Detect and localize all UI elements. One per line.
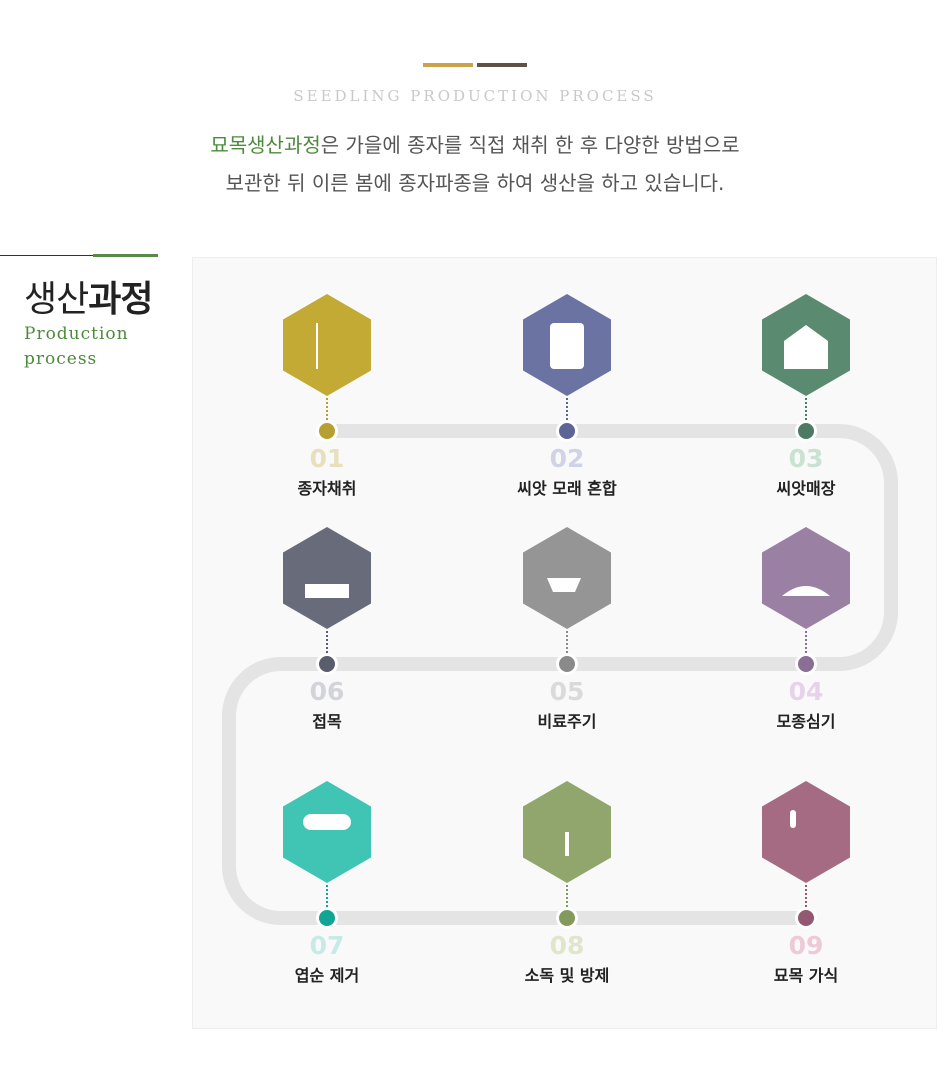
sprout-icon — [782, 586, 830, 596]
step-dot — [798, 910, 814, 926]
intro-line-1-rest: 은 가을에 종자를 직접 채취 한 후 다양한 방법으로 — [320, 133, 740, 157]
step-number: 09 — [788, 931, 824, 960]
seed-bag-icon — [550, 323, 584, 369]
step-number: 03 — [788, 444, 824, 473]
step-dot — [319, 910, 335, 926]
wheat-icon — [316, 323, 318, 369]
step-dot — [798, 656, 814, 672]
barn-icon — [784, 325, 828, 369]
step-label: 모종심기 — [776, 712, 836, 731]
step-label: 소독 및 방제 — [524, 966, 610, 985]
sprinkler-icon — [565, 832, 569, 856]
step-dot — [798, 423, 814, 439]
step-label: 비료주기 — [537, 712, 597, 731]
step-connector — [566, 398, 568, 420]
sidebar-title-bold: 과정 — [88, 279, 153, 320]
step-hexagon — [762, 294, 850, 396]
step-connector — [326, 631, 328, 653]
sidebar-divider-accent — [93, 254, 158, 257]
step-label: 엽순 제거 — [294, 966, 360, 985]
step-number: 05 — [549, 677, 585, 706]
seedling-tray-icon — [305, 584, 349, 598]
step-label: 접목 — [312, 712, 342, 731]
accent-bar-right — [477, 63, 527, 67]
step-connector — [326, 885, 328, 907]
step-dot — [319, 656, 335, 672]
intro-text: 묘목생산과정은 가을에 종자를 직접 채취 한 후 다양한 방법으로 보관한 뒤… — [0, 126, 950, 202]
step-connector — [566, 885, 568, 907]
step-dot — [319, 423, 335, 439]
step-dot — [559, 656, 575, 672]
step-dot — [559, 910, 575, 926]
step-label: 묘목 가식 — [773, 966, 839, 985]
step-hexagon — [762, 527, 850, 629]
step-number: 04 — [788, 677, 824, 706]
intro-line-1: 묘목생산과정은 가을에 종자를 직접 채취 한 후 다양한 방법으로 — [0, 126, 950, 164]
step-hexagon — [523, 294, 611, 396]
sidebar-title-light: 생산 — [24, 279, 89, 320]
step-label: 종자채취 — [297, 479, 357, 498]
step-number: 07 — [309, 931, 345, 960]
sidebar-english-line-1: Production — [24, 324, 129, 344]
garden-tools-icon — [790, 810, 796, 828]
step-hexagon — [523, 527, 611, 629]
step-label: 씨앗 모래 혼합 — [517, 479, 617, 498]
step-number: 02 — [549, 444, 585, 473]
step-connector — [805, 631, 807, 653]
section-subtitle: SEEDLING PRODUCTION PROCESS — [293, 87, 657, 105]
step-dot — [559, 423, 575, 439]
intro-line-2: 보관한 뒤 이른 봄에 종자파종을 하여 생산을 하고 있습니다. — [225, 171, 725, 195]
step-hexagon — [762, 781, 850, 883]
hay-bale-icon — [303, 814, 351, 830]
sidebar-title: 생산과정 — [24, 270, 154, 322]
step-connector — [805, 398, 807, 420]
sidebar-english-line-2: process — [24, 349, 98, 369]
process-panel: 01 종자채취 02 씨앗 모래 혼합 03 씨앗매장 04 모종심기 05 비료주기 0… — [192, 257, 937, 1029]
step-connector — [805, 885, 807, 907]
step-number: 06 — [309, 677, 345, 706]
wheelbarrow-icon — [547, 578, 581, 592]
step-number: 01 — [309, 444, 345, 473]
step-hexagon — [523, 781, 611, 883]
intro-highlight: 묘목생산과정 — [210, 133, 321, 157]
step-connector — [566, 631, 568, 653]
sidebar-english-title: Production process — [24, 322, 164, 372]
step-connector — [326, 398, 328, 420]
sidebar-divider — [0, 255, 93, 256]
step-number: 08 — [549, 931, 585, 960]
step-label: 씨앗매장 — [776, 479, 836, 498]
accent-bar-left — [423, 63, 473, 67]
